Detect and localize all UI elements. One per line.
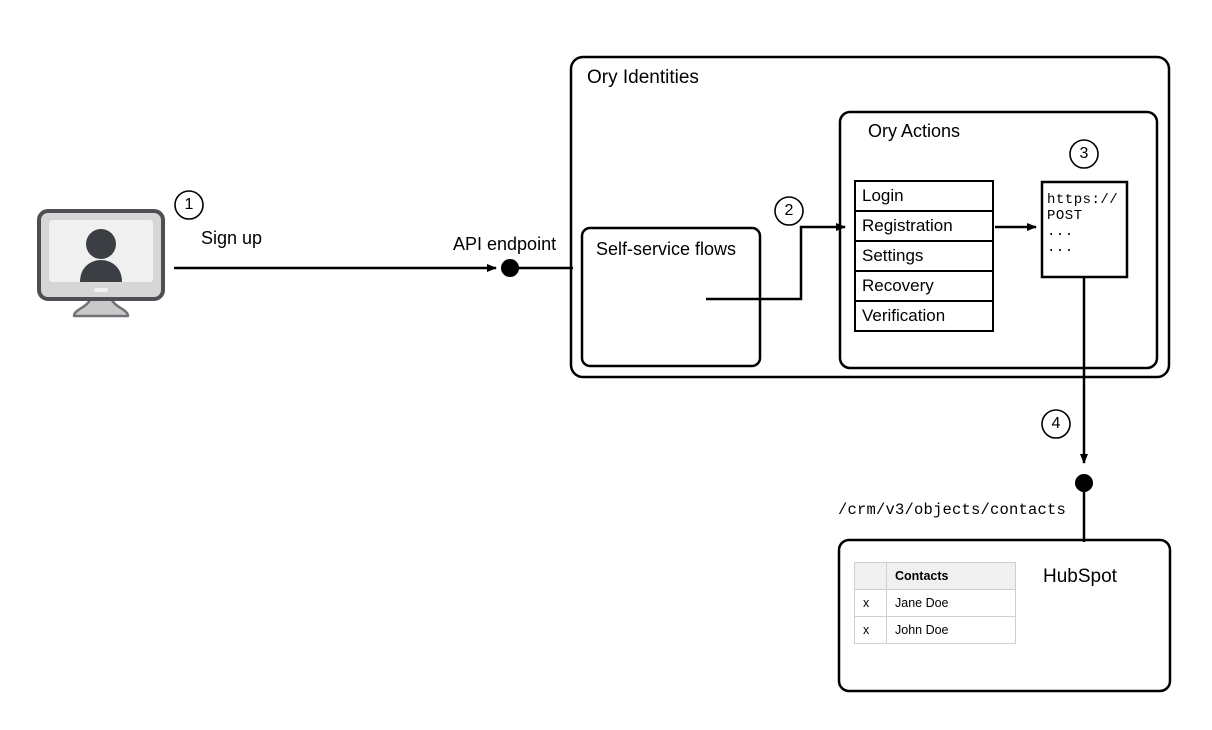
step-1-number: 1	[184, 196, 194, 213]
step-2-number: 2	[784, 202, 794, 219]
self-service-flows-box	[580, 226, 762, 368]
row-contact-name: John Doe	[886, 616, 1016, 644]
flow-item-verification[interactable]: Verification	[862, 306, 946, 325]
step-2-circle	[774, 196, 804, 226]
ory-actions-title: Ory Actions	[868, 121, 961, 141]
edge-selfservice-to-registration	[706, 223, 846, 301]
hubspot-contacts-table: Contacts x Jane Doe x John Doe	[854, 562, 1016, 644]
ory-identities-box	[569, 55, 1171, 379]
table-row: x Jane Doe	[854, 589, 1016, 617]
step-4-number: 4	[1051, 415, 1061, 432]
flow-item-recovery[interactable]: Recovery	[862, 276, 934, 295]
step-1-circle	[174, 190, 204, 220]
hubspot-title: HubSpot	[1043, 566, 1117, 587]
hubspot-box	[837, 538, 1172, 693]
flow-item-login[interactable]: Login	[862, 186, 904, 205]
webhook-line-method: POST	[1047, 208, 1083, 224]
row-contact-name: Jane Doe	[886, 589, 1016, 617]
edge-label-crm-path: /crm/v3/objects/contacts	[838, 501, 1067, 519]
step-3-number: 3	[1079, 145, 1089, 162]
webhook-line-body-1: ...	[1047, 224, 1074, 240]
step-4-circle	[1041, 409, 1071, 439]
edge-label-sign-up: Sign up	[201, 228, 263, 248]
step-3-circle	[1069, 139, 1099, 169]
flow-list-frame	[854, 180, 994, 332]
webhook-line-url: https://	[1047, 192, 1119, 208]
table-row: x John Doe	[854, 616, 1016, 644]
flow-item-settings[interactable]: Settings	[862, 246, 924, 265]
edge-label-api-endpoint: API endpoint	[453, 234, 557, 254]
table-header-contacts: Contacts	[886, 562, 1016, 590]
webhook-line-body-2: ...	[1047, 240, 1074, 256]
row-mark: x	[854, 616, 887, 644]
api-endpoint-dot	[501, 259, 519, 277]
ory-identities-title: Ory Identities	[587, 67, 699, 88]
self-service-flows-title: Self-service flows	[596, 239, 737, 259]
row-mark: x	[854, 589, 887, 617]
hubspot-endpoint-dot	[1075, 474, 1093, 492]
flow-item-registration[interactable]: Registration	[862, 216, 953, 235]
table-header-row: Contacts	[854, 562, 1016, 590]
ory-actions-box	[838, 110, 1159, 370]
desktop-monitor-user-icon	[37, 209, 165, 318]
table-header-mark	[854, 562, 887, 590]
